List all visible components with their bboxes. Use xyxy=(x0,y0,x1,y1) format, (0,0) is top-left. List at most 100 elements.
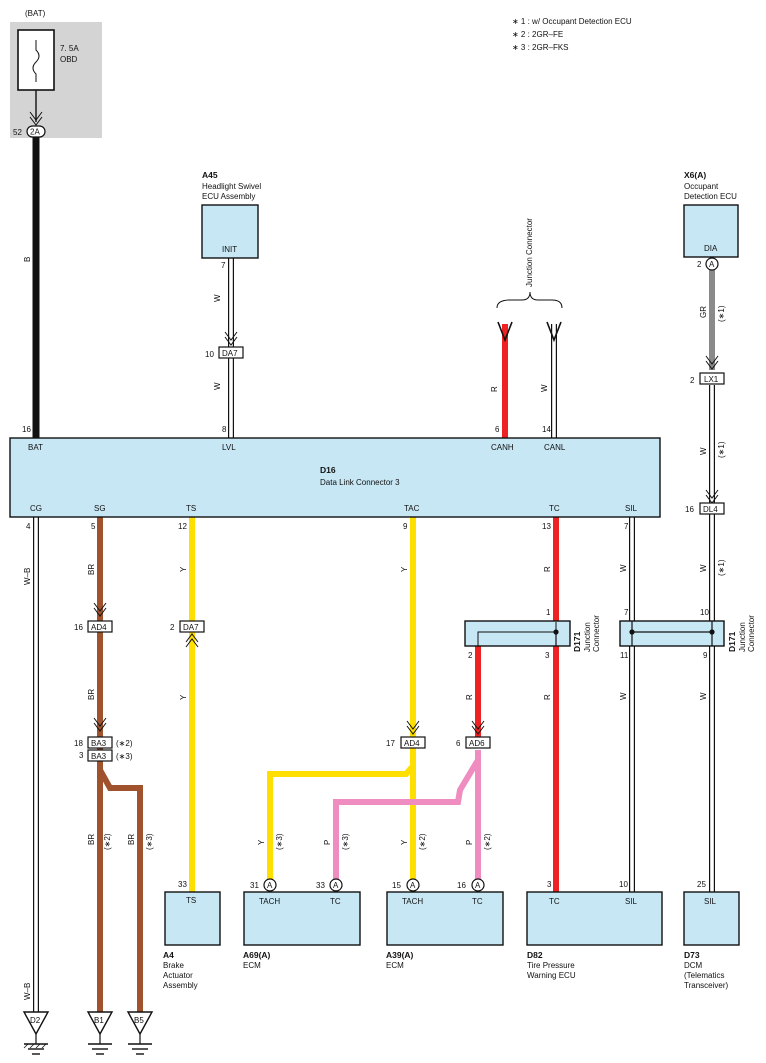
label-br2: BR xyxy=(87,689,96,700)
label-w-a45: W xyxy=(213,294,222,302)
a45-box xyxy=(201,204,259,259)
d16-top-term-canh: CANH xyxy=(491,443,514,452)
fuse-pin: 52 xyxy=(13,128,22,137)
wire-p-a69 xyxy=(333,758,481,880)
a69-code: A69(A) xyxy=(243,950,271,960)
x6-box xyxy=(683,204,739,258)
dl4-connector xyxy=(699,502,725,515)
da7-top-label: DA7 xyxy=(222,349,238,358)
dl4-pin: 16 xyxy=(685,505,694,514)
ad4-y-pin: 17 xyxy=(386,739,395,748)
ad6-pin: 6 xyxy=(456,739,461,748)
a4-box xyxy=(164,891,221,946)
d16-bot-term-cg: CG xyxy=(30,504,42,513)
jc-top-bracket xyxy=(496,291,563,309)
d171b-pin-tr: 10 xyxy=(700,608,709,617)
d16-box xyxy=(9,437,661,518)
label-p-a39: P xyxy=(465,840,474,845)
label-p-a39-note: (∗2) xyxy=(483,833,492,850)
a39-code: A39(A) xyxy=(386,950,414,960)
ba3a-pin: 18 xyxy=(74,739,83,748)
ground-d2-label: D2 xyxy=(30,1016,41,1025)
a39-conn-1: A xyxy=(410,881,416,890)
fuse-connector-label: 2A xyxy=(30,128,40,137)
note-1: ∗ 1 : w/ Occupant Detection ECU xyxy=(512,17,632,26)
lx1-label: LX1 xyxy=(704,375,719,384)
label-r-tc2: R xyxy=(543,694,552,700)
ba3a-label: BA3 xyxy=(91,739,107,748)
ad4-y-connector xyxy=(400,736,426,749)
a4-terminal: TS xyxy=(186,896,196,905)
ad4-br-pin: 16 xyxy=(74,623,83,632)
a69-conn-2: A xyxy=(333,881,339,890)
d16-bot-pin-ts: 12 xyxy=(178,522,187,531)
ba3b-note: (∗3) xyxy=(116,752,133,761)
d171b-line-1: Junction xyxy=(738,622,747,652)
ground-b1: B1 xyxy=(86,1011,114,1055)
d171b-code: D171 xyxy=(727,631,737,652)
d171b-pin-br: 9 xyxy=(703,651,708,660)
label-w-x6: W xyxy=(699,447,708,455)
a4-line-3: Assembly xyxy=(163,981,198,990)
label-wb2: W–B xyxy=(23,983,32,1000)
d171a-pin-top: 1 xyxy=(546,608,551,617)
d82-line-2: Warning ECU xyxy=(527,971,576,980)
d73-pin: 25 xyxy=(697,880,706,889)
d82-pin-1: 3 xyxy=(547,880,552,889)
label-r-ad6: R xyxy=(465,694,474,700)
d171a-pin-br: 3 xyxy=(545,651,550,660)
lx1-pin: 2 xyxy=(690,376,695,385)
d73-line-3: Transceiver) xyxy=(684,981,728,990)
da7-ts-connector xyxy=(179,620,205,633)
d16-top-term-bat: BAT xyxy=(28,443,43,452)
label-y-a69: Y xyxy=(257,839,266,845)
d16-code: D16 xyxy=(320,465,336,475)
label-wb: W–B xyxy=(23,568,32,585)
label-r-can: R xyxy=(490,386,499,392)
label-br1: BR xyxy=(87,564,96,575)
label-w-dcm: W xyxy=(699,692,708,700)
fuse-rating: 7. 5A xyxy=(60,44,79,53)
d73-line-1: DCM xyxy=(684,961,703,970)
label-y-a69-note: (∗3) xyxy=(275,833,284,850)
d171b-box xyxy=(619,620,725,647)
d16-bot-pin-cg: 4 xyxy=(26,522,31,531)
d82-pin-2: 10 xyxy=(619,880,628,889)
label-y-ts2: Y xyxy=(179,694,188,700)
d16-top-term-canl: CANL xyxy=(544,443,566,452)
d73-code: D73 xyxy=(684,950,700,960)
x6-terminal: DIA xyxy=(704,244,718,253)
d16-bot-term-ts: TS xyxy=(186,504,196,513)
d16-top-pin-canl: 14 xyxy=(542,425,551,434)
label-p-a69-note: (∗3) xyxy=(341,833,350,850)
fuse-name: OBD xyxy=(60,55,78,64)
a69-pin-1: 31 xyxy=(250,881,259,890)
label-w-x6-note: (∗1) xyxy=(717,441,726,458)
a39-connector-2 xyxy=(471,878,485,892)
dl4-label: DL4 xyxy=(703,505,718,514)
d82-terminal-2: SIL xyxy=(625,897,638,906)
a39-box xyxy=(386,891,504,946)
d16-bot-term-sil: SIL xyxy=(625,504,638,513)
wire-br-b5 xyxy=(97,768,143,1012)
note-3: ∗ 3 : 2GR–FKS xyxy=(512,43,569,52)
d16-name: Data Link Connector 3 xyxy=(320,478,400,487)
d171a-line-2: Connector xyxy=(592,615,601,652)
label-w-can: W xyxy=(540,384,549,392)
label-w-sil: W xyxy=(619,564,628,572)
ground-b5-label: B5 xyxy=(134,1016,144,1025)
label-br4-note: (∗3) xyxy=(145,833,154,850)
ba3a-connector xyxy=(87,736,113,749)
d16-bot-term-tac: TAC xyxy=(404,504,420,513)
label-gr: GR xyxy=(699,306,708,318)
d73-terminal: SIL xyxy=(704,897,717,906)
a4-code: A4 xyxy=(163,950,174,960)
x6-name-1: Occupant xyxy=(684,182,719,191)
label-br4: BR xyxy=(127,834,136,845)
da7-ts-label: DA7 xyxy=(183,623,199,632)
label-y-ts: Y xyxy=(179,566,188,572)
ad4-y-label: AD4 xyxy=(404,739,420,748)
label-r-tc: R xyxy=(543,566,552,572)
d171a-box xyxy=(464,620,571,647)
a4-pin: 33 xyxy=(178,880,187,889)
